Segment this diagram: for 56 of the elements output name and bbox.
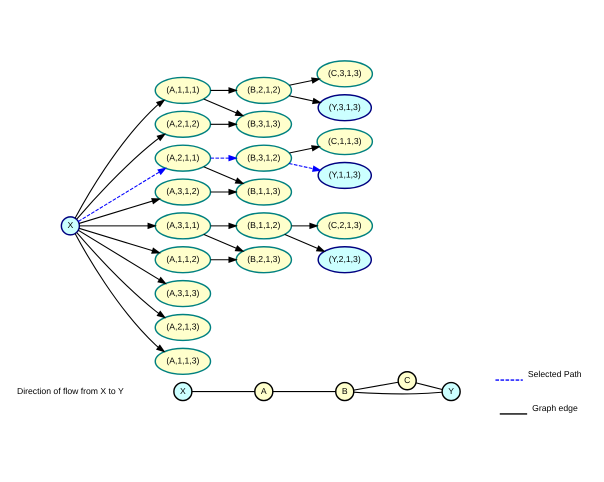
arrow bbox=[210, 121, 238, 128]
arrow bbox=[78, 167, 167, 222]
connector bbox=[416, 382, 442, 390]
arrow bbox=[291, 222, 319, 230]
connector bbox=[273, 391, 336, 392]
arrow bbox=[288, 95, 322, 104]
connector bbox=[192, 391, 255, 392]
arrow bbox=[78, 198, 162, 224]
legend-label: Selected Path bbox=[528, 368, 582, 379]
arrow bbox=[76, 133, 166, 220]
node-ellipse: (A,3,1,1) bbox=[154, 212, 212, 240]
node-circle: X bbox=[60, 216, 80, 236]
node-circle: Y bbox=[441, 382, 461, 402]
arrow bbox=[203, 98, 245, 116]
arrow bbox=[289, 145, 321, 154]
node-ellipse: (A,1,1,3) bbox=[154, 348, 212, 375]
arrow bbox=[78, 228, 162, 254]
arrow bbox=[289, 77, 321, 86]
node-ellipse: (C,2,1,3) bbox=[316, 212, 374, 240]
arrow bbox=[210, 222, 238, 230]
arrow bbox=[210, 188, 238, 196]
node-ellipse: (B,3,1,2) bbox=[235, 144, 292, 172]
arrow bbox=[210, 154, 238, 162]
arrow bbox=[74, 233, 166, 353]
node-ellipse: (A,1,1,2) bbox=[154, 246, 212, 274]
connector bbox=[354, 382, 398, 391]
node-circle: C bbox=[397, 371, 417, 390]
arrow bbox=[79, 222, 157, 230]
node-ellipse: (C,1,1,3) bbox=[316, 128, 374, 156]
node-ellipse: (Y,3,1,3) bbox=[317, 94, 372, 122]
legend-label: Graph edge bbox=[532, 402, 578, 413]
arrow bbox=[210, 256, 238, 264]
node-ellipse: (B,1,1,2) bbox=[235, 212, 292, 240]
node-ellipse: (A,2,1,3) bbox=[154, 314, 212, 342]
arrow bbox=[76, 232, 166, 318]
node-ellipse: (Y,1,1,3) bbox=[317, 162, 372, 190]
node-ellipse: (A,2,1,2) bbox=[154, 110, 212, 138]
node-circle: B bbox=[335, 382, 354, 402]
arrow bbox=[78, 230, 167, 284]
arrow bbox=[74, 99, 166, 218]
node-ellipse: (B,2,1,2) bbox=[235, 76, 292, 104]
label: Direction of flow from X to Y bbox=[17, 386, 124, 396]
node-circle: A bbox=[254, 382, 274, 402]
node-ellipse: (A,1,1,1) bbox=[154, 76, 212, 104]
arrow bbox=[203, 234, 245, 252]
node-ellipse: (A,3,1,3) bbox=[154, 280, 212, 308]
node-ellipse: (A,3,1,2) bbox=[154, 178, 212, 206]
node-ellipse: (C,3,1,3) bbox=[316, 60, 374, 88]
node-ellipse: (A,2,1,1) bbox=[154, 144, 212, 172]
node-ellipse: (Y,2,1,3) bbox=[317, 246, 372, 274]
arrow bbox=[210, 87, 238, 94]
arrow bbox=[288, 162, 322, 172]
node-circle: X bbox=[173, 382, 193, 402]
arrow bbox=[284, 234, 326, 252]
connector bbox=[354, 392, 442, 394]
arrow bbox=[203, 166, 245, 184]
